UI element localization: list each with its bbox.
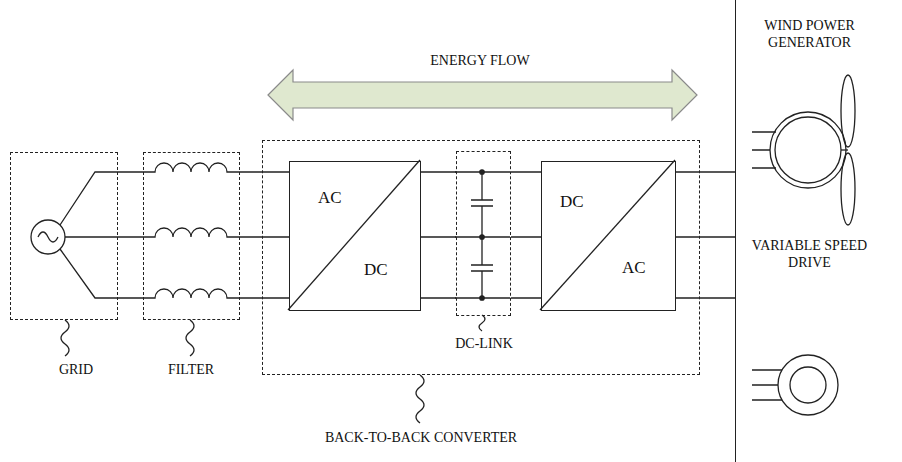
junction-dot	[480, 170, 484, 174]
grid-box: GRID	[10, 152, 118, 320]
node-label: FILTER	[141, 361, 241, 378]
three-phase-wire	[511, 172, 541, 298]
node-label: VARIABLE SPEED DRIVE	[747, 237, 872, 271]
node-label: GRID	[26, 361, 126, 378]
inductor-symbol	[143, 289, 240, 298]
three-phase-wire	[240, 172, 289, 298]
converter-side-label: AC	[318, 188, 342, 208]
node-label: DC-LINK	[439, 335, 529, 352]
inverter-box: DC AC	[541, 161, 676, 311]
inductor-symbol	[143, 163, 240, 172]
dc-link-box: DC-LINK	[456, 151, 511, 316]
converter-diagonal	[288, 160, 420, 310]
capacitor-symbol	[471, 200, 493, 271]
converter-diagonal	[540, 160, 675, 310]
motor-symbol	[778, 355, 838, 415]
node-label: WIND POWER GENERATOR	[747, 17, 872, 51]
machine-panel: WIND POWER GENERATOR VARIABLE SPEED DRIVE	[735, 0, 902, 462]
turbine-shaft	[841, 149, 848, 150]
three-phase-wire	[118, 172, 143, 298]
junction-dot	[480, 296, 484, 300]
inductor-symbol	[143, 228, 240, 237]
leader-squiggle	[479, 315, 485, 331]
converter-side-label: AC	[622, 258, 646, 278]
generator-symbol	[770, 112, 846, 188]
generator-rotor	[775, 117, 841, 183]
three-phase-wire	[421, 172, 456, 298]
leader-squiggle	[186, 320, 194, 356]
energy-flow-arrow	[268, 70, 697, 120]
filter-box: FILTER	[143, 152, 240, 320]
converter-group: BACK-TO-BACK CONVERTERACDCDC-LINKDCAC	[262, 140, 700, 375]
three-phase-wire	[676, 172, 735, 298]
flow-label: ENERGY FLOW	[380, 52, 580, 69]
sine-symbol	[38, 232, 58, 242]
rectifier-box: AC DC	[289, 161, 421, 311]
leader-squiggle	[416, 375, 424, 423]
node-label: BACK-TO-BACK CONVERTER	[301, 429, 541, 446]
junction-dot	[480, 235, 484, 239]
converter-side-label: DC	[560, 192, 584, 212]
ac-source-symbol	[31, 220, 65, 254]
turbine-blade	[841, 75, 855, 147]
leader-squiggle	[61, 320, 69, 356]
turbine-blade	[841, 153, 855, 225]
dc-bus-wires	[455, 172, 510, 298]
motor-rotor	[790, 367, 826, 403]
converter-side-label: DC	[364, 260, 388, 280]
grid-wires	[60, 172, 118, 298]
